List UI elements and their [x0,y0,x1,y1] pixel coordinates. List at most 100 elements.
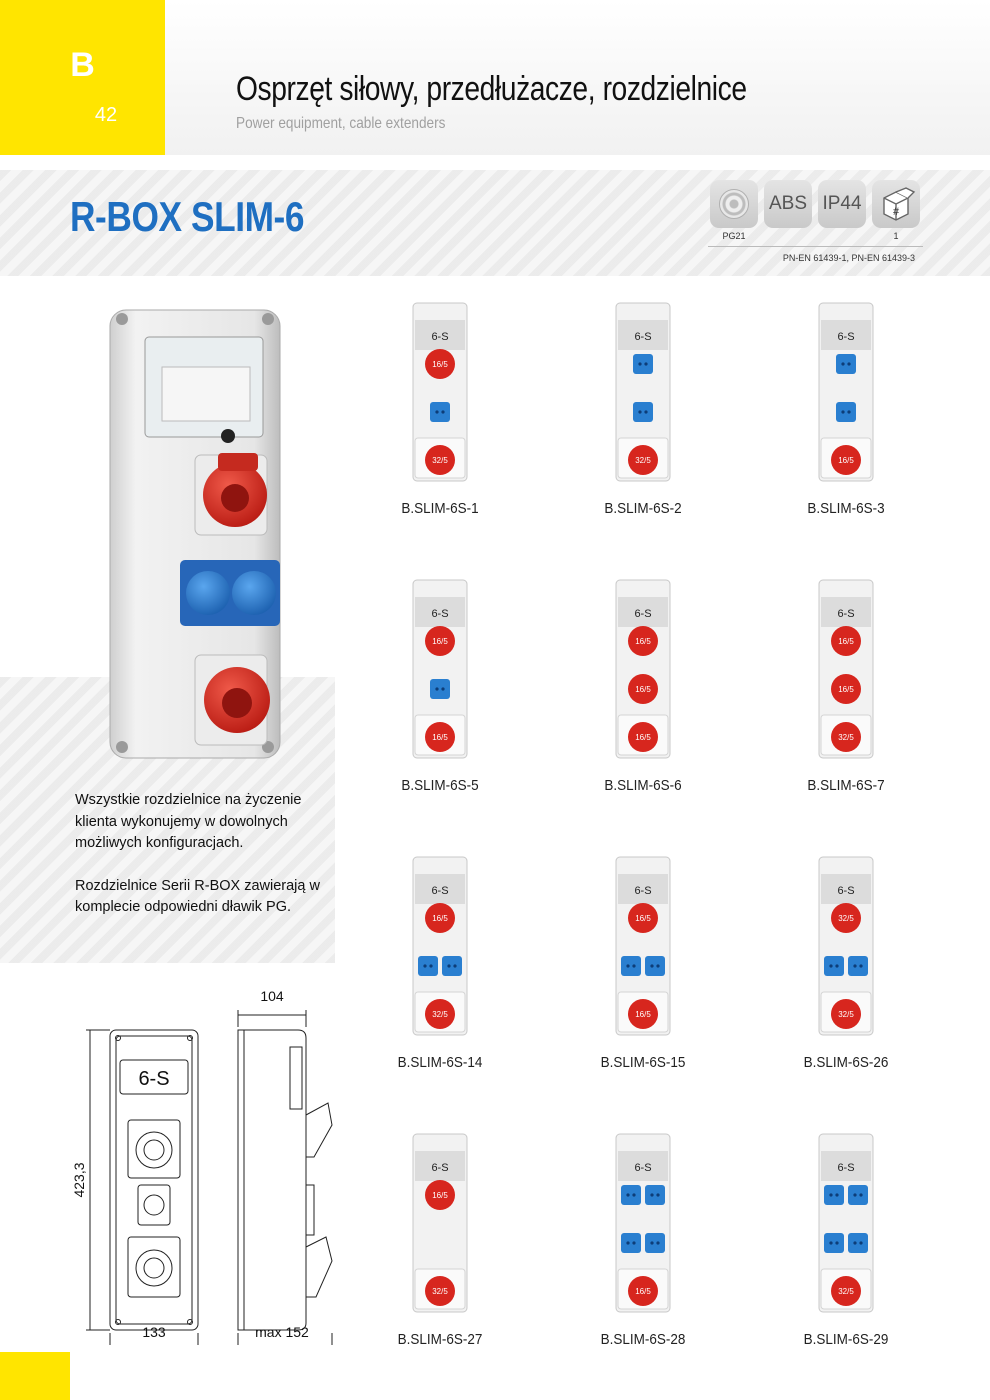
package-icon: # [872,180,920,228]
variant-diagram: 6-S32/5 [818,1133,874,1313]
gland-ring [719,189,749,219]
socket-rating: 16/5 [635,914,651,923]
variant-code: B.SLIM-6S-7 [807,777,885,794]
technical-drawing: 6-S 104 423,3 133 max 152 [71,988,333,1345]
socket-pin [435,410,439,414]
blue-socket-icon [430,402,450,422]
variant-diagram: 6-S 16/5 [818,302,874,482]
dim-width: 133 [142,1324,166,1340]
red-socket-icon [831,626,861,656]
socket-rating: 16/5 [432,360,448,369]
dim-top: 104 [260,988,284,1004]
variant-diagram: 6-S16/516/5 [412,579,468,759]
red-socket-icon [628,674,658,704]
section-letter: B [70,46,95,84]
red-socket-icon [425,349,455,379]
socket-pin [638,410,642,414]
socket-pin [847,410,851,414]
note-gland: Rozdzielnice Serii R-BOX zawierają w kom… [75,877,320,916]
blue-socket-icon [633,402,653,422]
badge-divider [708,246,923,247]
red-socket-icon [831,999,861,1029]
variant-diagram: 6-S16/532/5 [412,856,468,1036]
socket-pin [859,1241,863,1245]
socket-rating: 16/5 [635,685,651,694]
page-subtitle: Power equipment, cable extenders [236,115,446,132]
blue-socket-icon [824,1233,844,1253]
red-socket-icon [425,626,455,656]
header-label: 6-S [837,608,854,620]
blue-socket-icon [621,956,641,976]
socket-rating: 16/5 [838,456,854,465]
header-window [618,597,668,627]
socket-rating: 16/5 [432,1191,448,1200]
red-socket-icon [831,445,861,475]
socket-pin [441,410,445,414]
blue-socket-icon [645,956,665,976]
product-title: R-BOX SLIM-6 [70,193,305,240]
header-window [821,320,871,350]
socket-rating: 32/5 [838,1287,854,1296]
red-socket-icon [628,445,658,475]
material-badge: ABS [764,180,812,228]
box-icon: # [883,187,916,221]
variant-code: B.SLIM-6S-2 [604,500,682,517]
header-label: 6-S [634,608,651,620]
socket-rating: 16/5 [635,637,651,646]
socket-pin [638,362,642,366]
socket-pin [835,1193,839,1197]
header-window [618,874,668,904]
socket-pin [835,964,839,968]
red-socket-icon [831,674,861,704]
qty-caption: 1 [893,231,899,241]
blue-socket-icon [442,956,462,976]
header-window [415,597,465,627]
blue-socket-icon [848,956,868,976]
socket-pin [435,687,439,691]
socket-pin [423,964,427,968]
socket-pin [644,410,648,414]
socket-rating: 32/5 [432,1287,448,1296]
header-band [165,0,990,155]
header-window [821,597,871,627]
socket-pin [656,964,660,968]
socket-pin [656,1241,660,1245]
socket-rating: 32/5 [838,1010,854,1019]
gland-caption: PG21 [722,231,746,241]
page-number: 42 [94,104,118,126]
header-window [618,1151,668,1181]
socket-pin [447,964,451,968]
header-label: 6-S [837,331,854,343]
header-label: 6-S [431,885,448,897]
notes: Wszystkie rozdzielnice na życzenie klien… [75,790,335,940]
ip-rating-badge: IP44 [818,180,866,228]
socket-pin [650,1193,654,1197]
socket-rating: 16/5 [838,685,854,694]
drawing-front-label: 6-S [138,1068,169,1090]
variant-diagram: 6-S16/532/5 [412,302,468,482]
red-socket-icon [831,722,861,752]
socket-pin [632,1241,636,1245]
variant-card: 6-S 16/5 B.SLIM-6S-3 [746,302,946,554]
socket-pin [632,964,636,968]
socket-pin [632,1193,636,1197]
blue-socket-icon [418,956,438,976]
socket-pin [829,1241,833,1245]
red-socket-icon [628,999,658,1029]
header-label: 6-S [634,1162,651,1174]
red-socket-icon [425,999,455,1029]
socket-pin [829,1193,833,1197]
dim-depth: max 152 [255,1324,309,1340]
socket-pin [859,1193,863,1197]
header-label: 6-S [837,885,854,897]
red-socket-icon [628,722,658,752]
blue-socket-icon [633,354,653,374]
variant-code: B.SLIM-6S-3 [807,500,885,517]
variant-code: B.SLIM-6S-29 [803,1331,889,1348]
variant-code: B.SLIM-6S-6 [604,777,682,794]
variant-code: B.SLIM-6S-14 [397,1054,483,1071]
